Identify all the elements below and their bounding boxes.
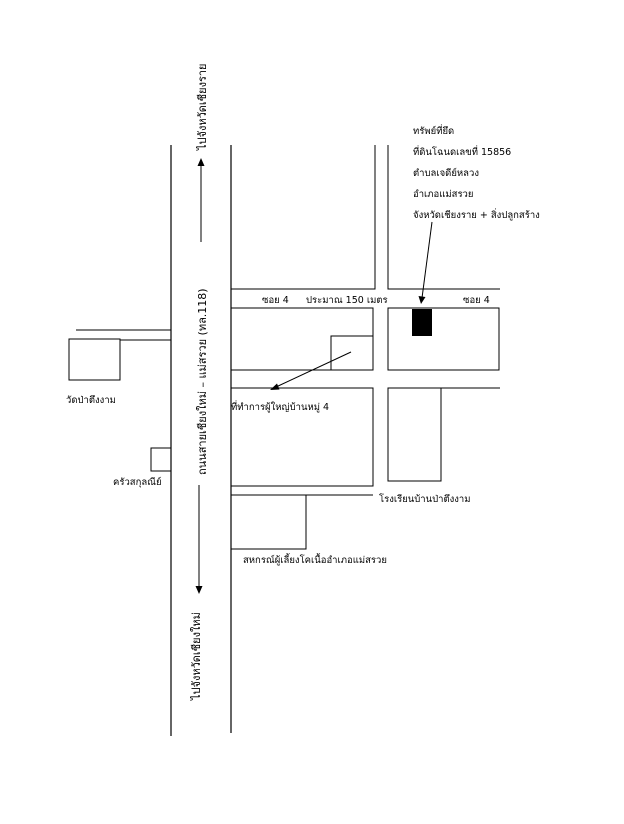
block-village-office-lower	[230, 387, 374, 487]
arrow-north-head	[197, 158, 205, 166]
property-marker	[412, 309, 432, 336]
to-chiangmai-label: ไปจังหวัดเชียงใหม่	[190, 612, 203, 701]
block-soi4-west	[230, 307, 374, 371]
soi4-top-left-edge	[230, 145, 376, 290]
soi4-right-label: ซอย 4	[463, 295, 490, 306]
distance-label: ประมาณ 150 เมตร	[306, 295, 388, 306]
village-office-building	[330, 335, 374, 371]
village-office-label: ที่ทำการผู้ใหญ่บ้านหมู่ 4	[231, 400, 329, 413]
kitchen-building	[150, 447, 172, 472]
property-info-line2: ที่ดินโฉนดเลขที่ 15856	[413, 145, 511, 158]
to-chiangrai-label: ไปจังหวัดเชียงราย	[196, 64, 209, 151]
property-info-line4: อำเภอแม่สรวย	[413, 189, 473, 200]
property-pointer-line	[421, 221, 433, 299]
kitchen-label: ครัวสกุลณีย์	[113, 476, 162, 488]
school-building	[387, 387, 442, 482]
soi4-top-right-edge	[387, 145, 500, 290]
main-road-label: ถนนสายเชียงใหม่ – แม่สรวย (ทล.118)	[196, 288, 209, 475]
arrow-south-head	[195, 586, 203, 594]
soi4-left-label: ซอย 4	[262, 295, 289, 306]
school-label: โรงเรียนบ้านป่าตึงงาม	[379, 493, 471, 505]
cooperative-building	[230, 494, 307, 550]
temple-building	[68, 338, 121, 381]
office-pointer-line	[275, 351, 352, 388]
property-info-line1: ทรัพย์ที่ยึด	[413, 124, 454, 137]
temple-label: วัดป่าตึงงาม	[66, 395, 116, 406]
block-soi4-east	[387, 307, 500, 371]
cooperative-label: สหกรณ์ผู้เลี้ยงโคเนื้ออำเภอแม่สรวย	[243, 553, 387, 566]
property-info-line3: ตำบลเจดีย์หลวง	[413, 167, 479, 179]
property-pointer-head	[418, 296, 426, 304]
office-pointer-head	[270, 383, 280, 390]
property-info-line5: จังหวัดเชียงราย + สิ่งปลูกสร้าง	[413, 208, 540, 221]
